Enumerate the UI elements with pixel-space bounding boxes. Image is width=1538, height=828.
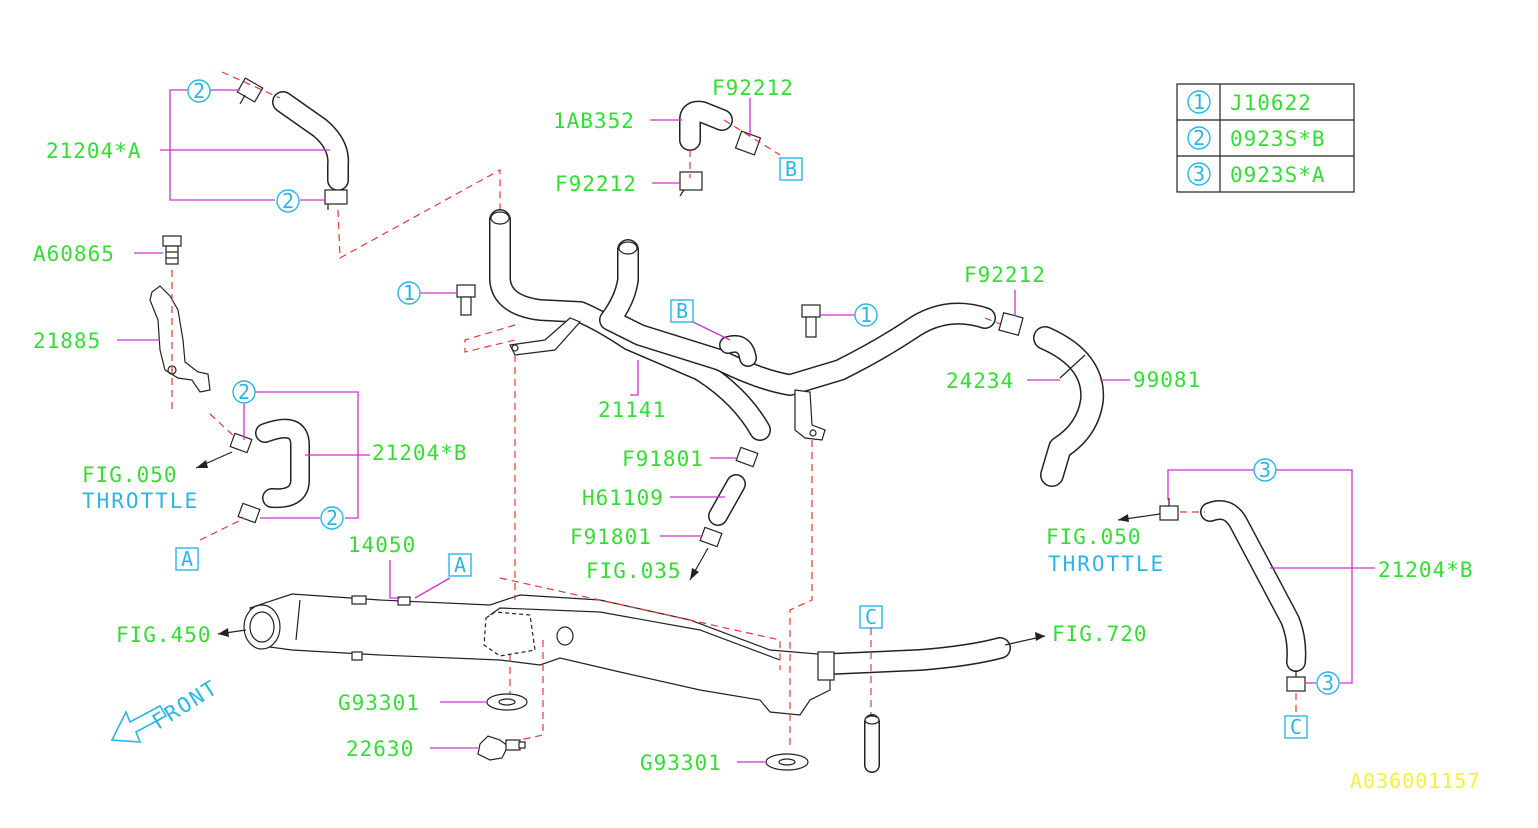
- front-arrow-icon: [110, 704, 168, 743]
- ref-fig035: FIG.035: [586, 559, 682, 583]
- label-f91801-a: F91801: [622, 447, 704, 471]
- arrow-head-icon: [196, 460, 208, 468]
- gasket-icon: [486, 693, 528, 711]
- leader-line: [630, 360, 639, 396]
- pipe-14050-drawing: [243, 355, 1011, 745]
- clamp-icon: [699, 526, 723, 548]
- legend-table: 1 2 3 J10622 0923S*B 0923S*A: [1176, 83, 1355, 193]
- leader-line: [389, 560, 400, 599]
- clamp-icon: [324, 189, 348, 210]
- pipe-21141-drawing: [464, 209, 996, 441]
- legend-part-2: 0923S*B: [1230, 127, 1326, 151]
- leader-line: [414, 577, 451, 599]
- box-a-left: [175, 547, 199, 571]
- label-f91801-b: F91801: [570, 525, 652, 549]
- clamp-icon: [735, 446, 759, 468]
- hose-end-drawing: [864, 714, 880, 773]
- hose-1ab352-drawing: [679, 100, 781, 197]
- clamp-icon: [679, 171, 703, 197]
- gasket-icon: [765, 753, 809, 771]
- callout-2-left-lower: 2: [326, 506, 338, 530]
- box-b-mid-label: B: [676, 299, 688, 323]
- image-code: A036001157: [1350, 769, 1480, 793]
- ref-throttle-left: THROTTLE: [82, 489, 199, 513]
- label-99081: 99081: [1133, 368, 1201, 392]
- callout-1-left: 1: [403, 281, 415, 305]
- callout-1-right: 1: [860, 303, 872, 327]
- clamp-icon: [229, 432, 253, 454]
- label-a60865: A60865: [33, 242, 115, 266]
- hose-21204b-right-drawing: [1159, 498, 1307, 716]
- box-b-mid: [670, 299, 694, 323]
- label-21885: 21885: [33, 329, 101, 353]
- callout-3-upper: 3: [1259, 458, 1271, 482]
- bolt-icon: [801, 304, 821, 338]
- label-21141: 21141: [598, 398, 666, 422]
- hose-h61109-drawing: [708, 474, 746, 526]
- box-c-mid-label: C: [865, 605, 877, 629]
- label-g93301-a: G93301: [338, 691, 420, 715]
- box-a-left-label: A: [181, 547, 193, 571]
- legend-ref-2: 2: [1193, 126, 1205, 150]
- hose-99081-drawing: [984, 311, 1105, 487]
- label-f92212-top: F92212: [712, 76, 794, 100]
- ref-fig720: FIG.720: [1052, 622, 1148, 646]
- label-21204b-right: 21204*B: [1378, 558, 1474, 582]
- clamp-icon: [236, 77, 264, 105]
- box-c-right-label: C: [1290, 715, 1302, 739]
- label-21204a: 21204*A: [46, 139, 142, 163]
- callout-2-top: 2: [193, 79, 205, 103]
- ref-front: FRONT: [148, 675, 223, 734]
- callout-3-lower: 3: [1322, 671, 1334, 695]
- label-14050: 14050: [348, 533, 416, 557]
- label-21204b-left: 21204*B: [372, 441, 468, 465]
- box-a-mid: [448, 553, 472, 577]
- callout-2-mid: 2: [282, 189, 294, 213]
- ref-throttle-right: THROTTLE: [1048, 552, 1165, 576]
- label-f92212-right: F92212: [964, 263, 1046, 287]
- arrow-head-icon: [1118, 514, 1129, 522]
- callout-2-left-upper: 2: [238, 380, 250, 404]
- hose-21204a-drawing: [221, 71, 501, 259]
- box-c-right: [1284, 715, 1308, 739]
- legend-part-1: J10622: [1230, 91, 1312, 115]
- legend-ref-3: 3: [1193, 162, 1205, 186]
- ref-fig050-left: FIG.050: [82, 463, 178, 487]
- label-1ab352: 1AB352: [553, 109, 635, 133]
- legend-ref-1: 1: [1193, 90, 1205, 114]
- leader-line: [169, 89, 275, 201]
- box-a-mid-label: A: [454, 553, 466, 577]
- clamp-icon: [734, 130, 762, 156]
- arrow-head-icon: [218, 628, 229, 637]
- label-f92212-mid: F92212: [555, 172, 637, 196]
- box-b-top: [779, 157, 803, 181]
- ref-fig050-right: FIG.050: [1046, 525, 1142, 549]
- box-b-top-label: B: [785, 157, 797, 181]
- clamp-icon: [237, 502, 261, 524]
- label-g93301-b: G93301: [640, 751, 722, 775]
- leader-line: [1167, 469, 1353, 684]
- sensor-22630-drawing: [477, 735, 526, 761]
- label-22630: 22630: [346, 737, 414, 761]
- label-24234: 24234: [946, 369, 1014, 393]
- clamp-icon: [1286, 670, 1306, 692]
- ref-fig450: FIG.450: [116, 623, 212, 647]
- arrow-head-icon: [690, 568, 699, 580]
- label-h61109: H61109: [582, 486, 664, 510]
- arrow-head-icon: [1035, 632, 1045, 641]
- clamp-icon: [1159, 498, 1179, 521]
- leader-line: [692, 321, 731, 341]
- legend-part-3: 0923S*A: [1230, 163, 1326, 187]
- hose-21204b-left-drawing: [199, 413, 310, 541]
- bolt-icon: [456, 284, 476, 316]
- bolt-a60865-drawing: [162, 235, 182, 265]
- clamp-icon: [998, 311, 1024, 337]
